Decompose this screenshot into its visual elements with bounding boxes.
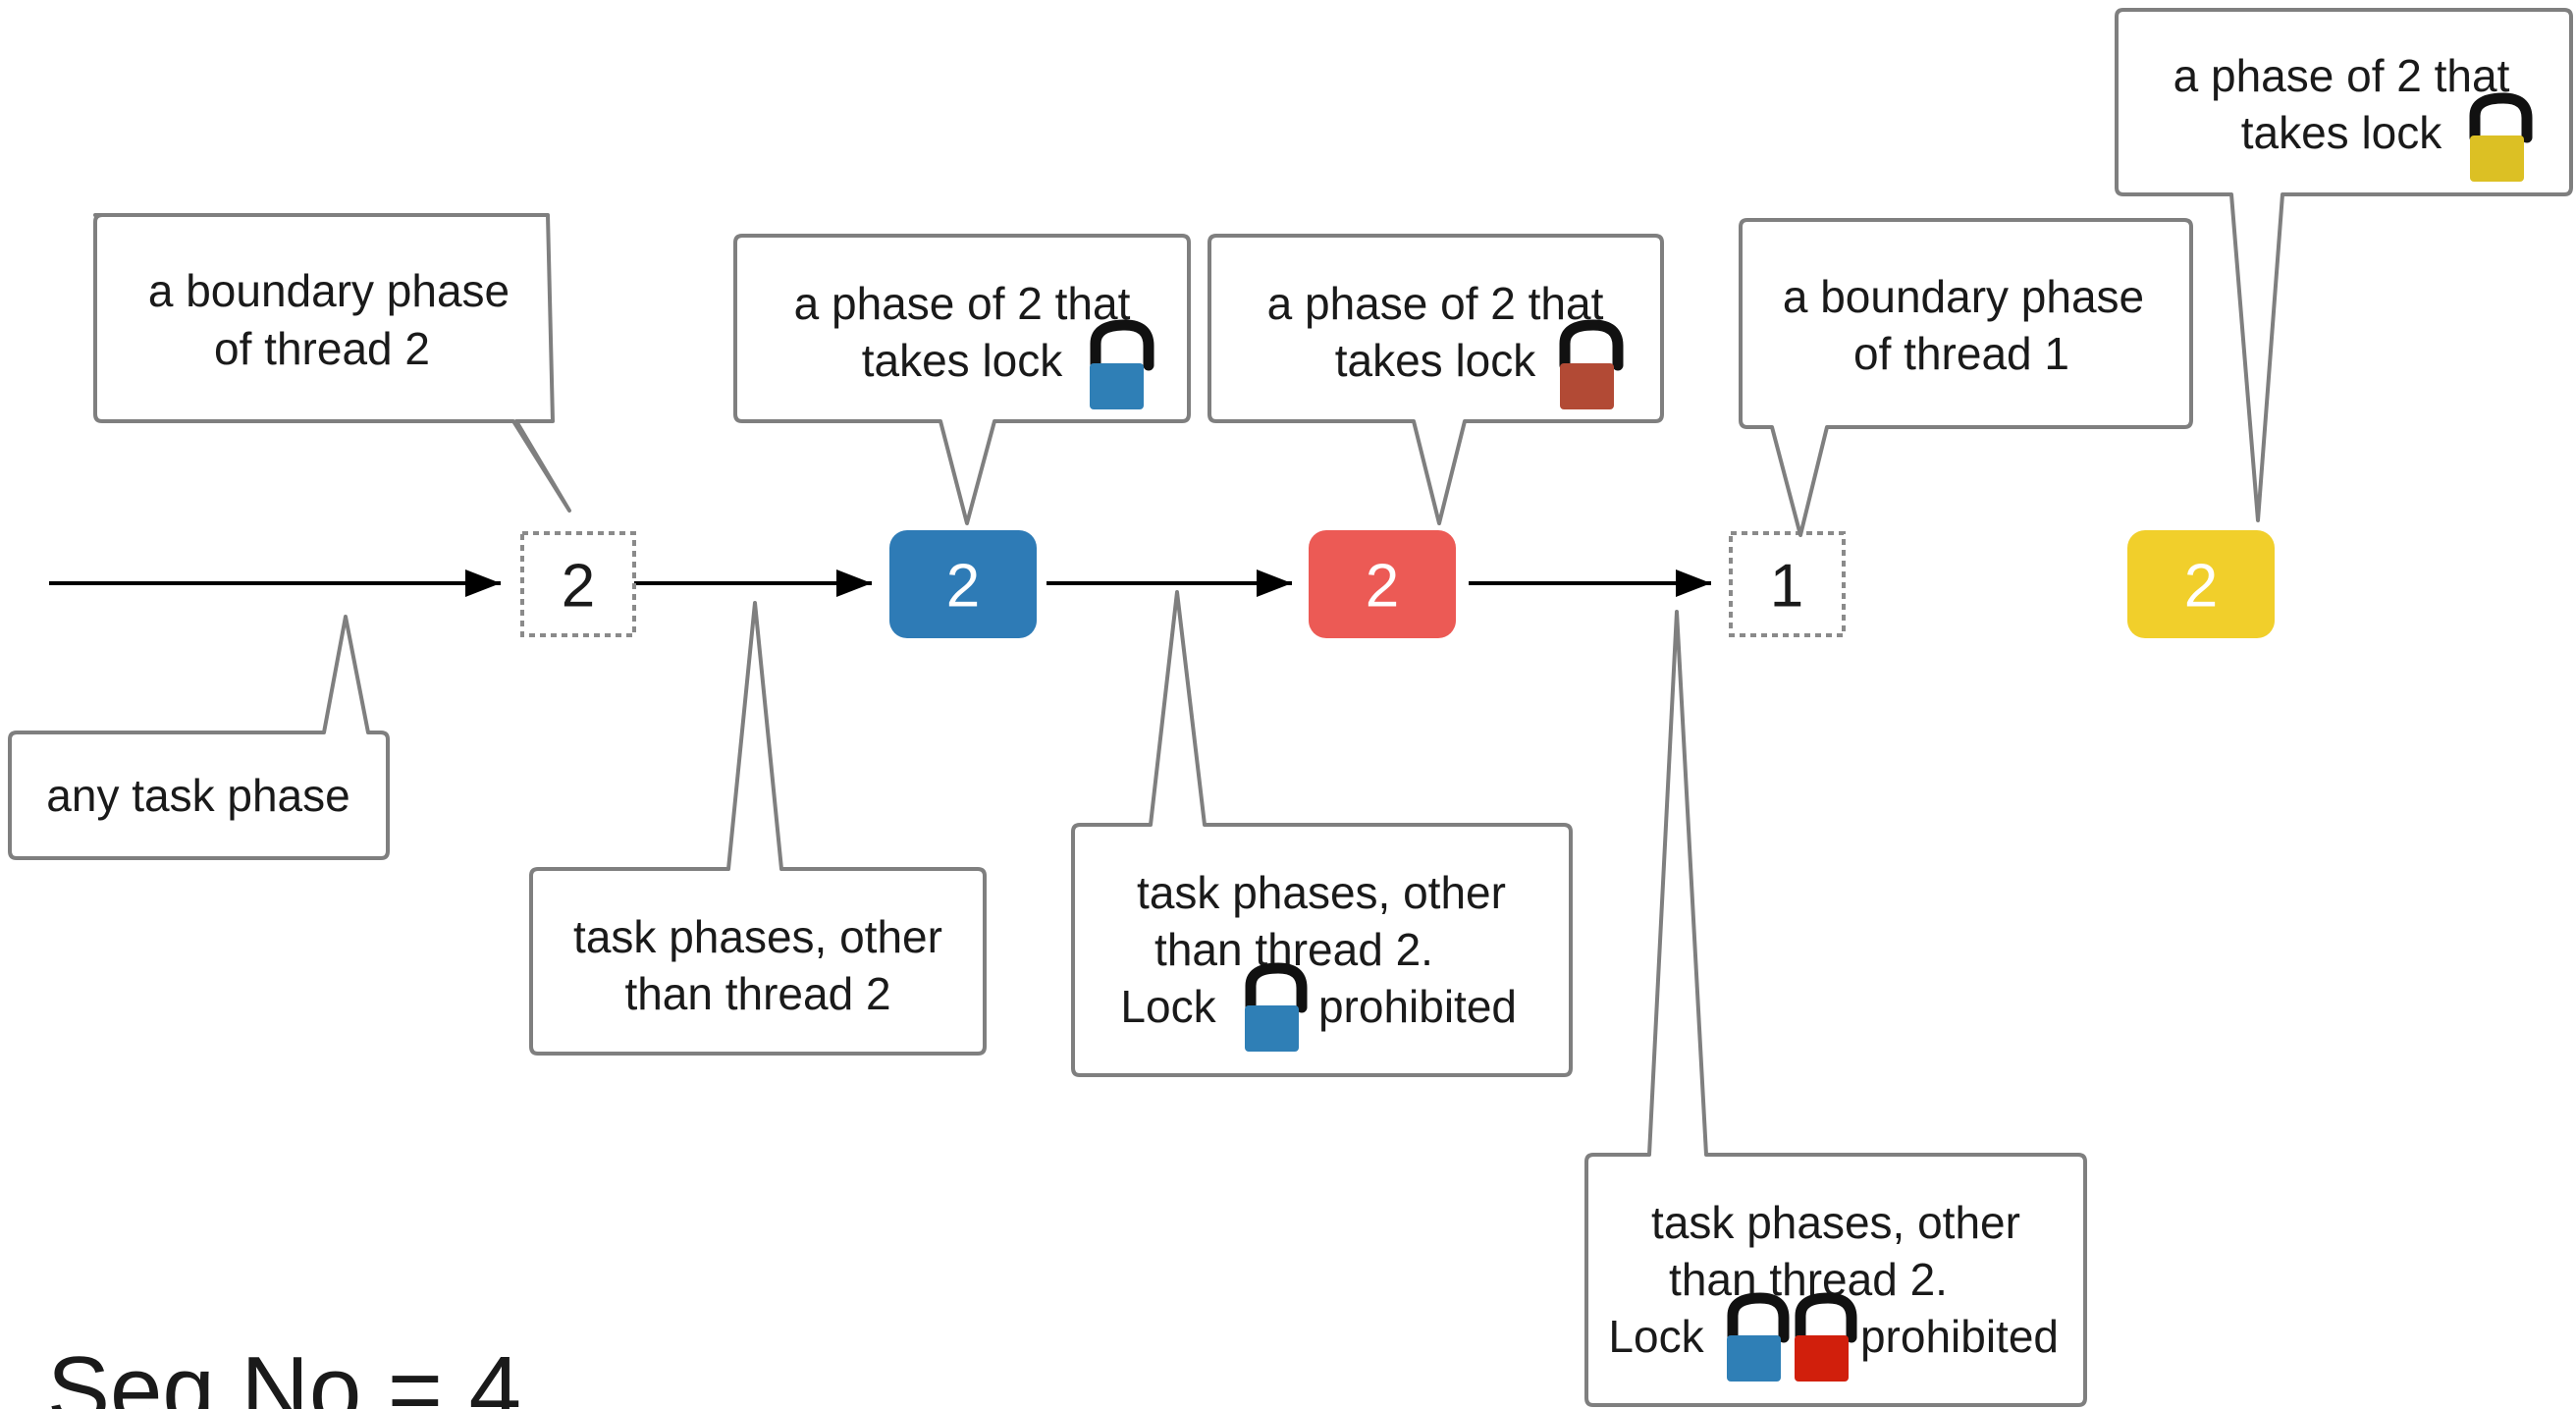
callout-text-line: a phase of 2 that [2174,50,2510,101]
node-thread2-red-lock: 2 [1309,530,1456,638]
callout-text-line: than thread 2 [624,968,890,1019]
node-label: 2 [946,553,980,621]
callout-text-line: a phase of 2 that [794,278,1131,329]
callout-text-line: prohibited [1318,981,1517,1032]
callout-text-line: task phases, other [1137,867,1506,918]
padlock-icon-blue [1727,1292,1790,1382]
callout-text-line: takes lock [1335,335,1537,386]
callout-text-line: a boundary phase [1783,271,2144,322]
node-thread2-yellow-lock: 2 [2127,530,2275,638]
node-thread1-boundary: 1 [1729,531,1846,637]
padlock-icon-red [1795,1292,1857,1382]
node-label: 2 [562,553,595,621]
callout-text-line: takes lock [862,335,1064,386]
callout-any-task-phase: any task phase [8,615,390,860]
seq-number-label: Seq No = 4 [47,1337,521,1409]
callout-takes-lock-red: a phase of 2 that takes lock [1208,234,1664,525]
padlock-icon-yellow [2469,92,2533,182]
callout-other-than-thread2-lock-prohibited: task phases, other than thread 2. Lock p… [1071,590,1573,1077]
callout-text-line: prohibited [1860,1311,2059,1362]
callout-other-than-thread2-locks-prohibited: task phases, other than thread 2. Lock p… [1584,610,2087,1407]
callout-boundary-thread2: a boundary phase of thread 2 [93,213,571,513]
node-label: 1 [1770,553,1803,621]
callout-text-line: task phases, other [1651,1197,2020,1248]
node-label: 2 [2184,553,2218,621]
callout-text-line: takes lock [2241,107,2443,158]
padlock-icon-blue [1245,962,1308,1052]
callout-takes-lock-yellow: a phase of 2 that takes lock [2115,8,2573,522]
callout-text-line: a boundary phase [148,265,510,316]
callout-boundary-thread1: a boundary phase of thread 1 [1739,218,2193,537]
callout-text-line: of thread 1 [1853,328,2069,379]
callout-text-line: Lock [1120,981,1216,1032]
callout-text-line: any task phase [46,770,349,821]
callout-text-line: of thread 2 [214,323,430,374]
callout-text-line: task phases, other [573,911,942,962]
padlock-icon-red [1559,319,1624,409]
callout-text-line: Lock [1608,1311,1704,1362]
callout-takes-lock-blue: a phase of 2 that takes lock [733,234,1191,525]
callout-other-than-thread2: task phases, other than thread 2 [529,601,987,1056]
callout-text-line: a phase of 2 that [1267,278,1604,329]
node-thread2-blue-lock: 2 [889,530,1037,638]
node-thread2-boundary: 2 [520,531,636,637]
node-label: 2 [1366,553,1399,621]
padlock-icon-blue [1090,319,1154,409]
